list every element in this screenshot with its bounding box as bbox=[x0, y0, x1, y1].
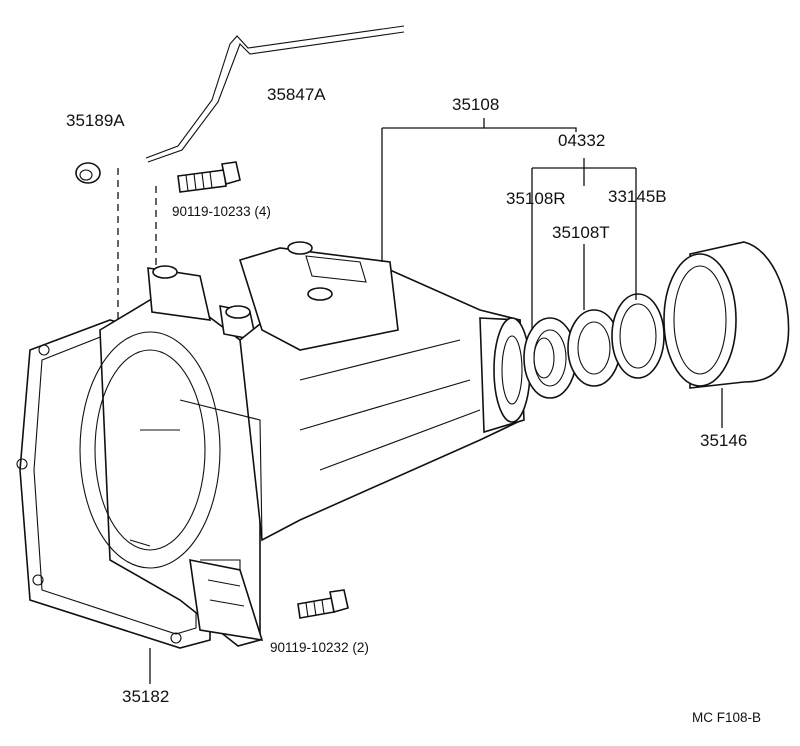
label-housing-assembly: 35108 bbox=[452, 95, 499, 114]
breather-hose bbox=[145, 25, 405, 163]
label-gasket: 35182 bbox=[122, 687, 169, 706]
seal-b-part bbox=[611, 293, 665, 379]
label-bearing-kit: 04332 bbox=[558, 131, 605, 150]
leader-lines bbox=[149, 118, 723, 684]
label-bearing-r: 35108R bbox=[506, 189, 566, 208]
label-bearing-t: 35108T bbox=[552, 223, 610, 242]
extension-housing bbox=[79, 241, 531, 647]
label-seal-b: 33145B bbox=[608, 187, 667, 206]
lower-bolt bbox=[297, 589, 349, 619]
upper-bolt bbox=[177, 161, 241, 193]
label-bolt-upper: 90119-10233 (4) bbox=[172, 204, 271, 219]
plug-part bbox=[75, 162, 101, 184]
label-hose: 35847A bbox=[267, 85, 326, 104]
dust-cover-part bbox=[663, 241, 790, 389]
label-plug: 35189A bbox=[66, 111, 125, 130]
figure-code: MC F108-B bbox=[692, 710, 761, 725]
label-dust-cover: 35146 bbox=[700, 431, 747, 450]
label-bolt-lower: 90119-10232 (2) bbox=[270, 640, 369, 655]
